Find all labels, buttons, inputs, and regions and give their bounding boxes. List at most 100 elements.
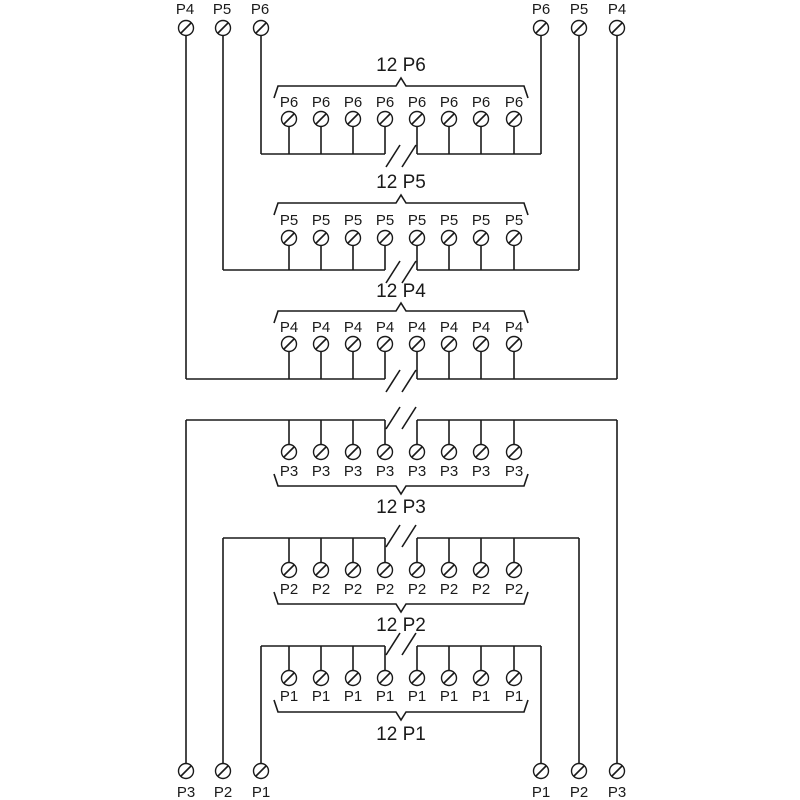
screw-terminal-icon — [177, 762, 195, 780]
screw-terminal-icon — [312, 443, 330, 461]
terminal-slot — [411, 113, 423, 125]
screw-terminal-icon — [252, 19, 270, 37]
terminal-slot — [180, 765, 192, 777]
terminal-slot — [379, 564, 391, 576]
screw-terminal-icon — [408, 669, 426, 687]
group-terminal-label: P6 — [344, 94, 362, 111]
group-terminal-label: P5 — [280, 212, 298, 229]
screw-terminal-icon — [376, 669, 394, 687]
screw-terminal-icon — [280, 561, 298, 579]
bottom-terminal-label: P1 — [252, 784, 270, 800]
group-terminal-label: P4 — [472, 319, 490, 336]
group-terminal-label: P1 — [472, 688, 490, 705]
brackets — [273, 76, 529, 722]
terminal-slot — [315, 564, 327, 576]
terminal-slot — [443, 564, 455, 576]
screw-terminal-icon — [505, 443, 523, 461]
break-slash — [401, 406, 417, 430]
screw-terminal-icon — [344, 561, 362, 579]
terminal-slot — [379, 672, 391, 684]
group-terminal-label: P4 — [312, 319, 330, 336]
group-terminal-label: P1 — [440, 688, 458, 705]
group-terminal-label: P2 — [440, 581, 458, 598]
terminal-slot — [443, 232, 455, 244]
group-terminal-label: P5 — [408, 212, 426, 229]
group-terminal-label: P3 — [472, 463, 490, 480]
terminal-slot — [315, 672, 327, 684]
break-slash — [401, 369, 417, 393]
group-terminal-label: P6 — [312, 94, 330, 111]
screw-terminal-icon — [472, 229, 490, 247]
terminal-slot — [443, 446, 455, 458]
top-terminal-label: P6 — [532, 1, 550, 18]
group-terminal-label: P2 — [344, 581, 362, 598]
group-title: 12 P1 — [376, 724, 426, 745]
group-terminal-label: P4 — [280, 319, 298, 336]
screw-terminal-icon — [505, 110, 523, 128]
group-bracket — [273, 76, 529, 99]
group-bracket — [273, 699, 529, 722]
break-slash — [385, 632, 401, 656]
break-mark-icon — [385, 144, 417, 168]
break-slash — [401, 632, 417, 656]
break-mark-icon — [385, 406, 417, 430]
screw-terminal-icon — [344, 443, 362, 461]
group-terminal-label: P4 — [440, 319, 458, 336]
terminal-slot — [573, 765, 585, 777]
screw-terminal-icon — [408, 561, 426, 579]
group-terminal-label: P2 — [280, 581, 298, 598]
terminal-slot — [535, 765, 547, 777]
break-slash — [401, 260, 417, 284]
break-mark-icon — [385, 369, 417, 393]
screw-terminal-icon — [312, 335, 330, 353]
group-terminal-label: P4 — [505, 319, 523, 336]
screw-terminal-icon — [570, 762, 588, 780]
screw-terminal-icon — [214, 762, 232, 780]
screw-terminal-icon — [376, 443, 394, 461]
terminal-slot — [443, 113, 455, 125]
screw-terminal-icon — [344, 229, 362, 247]
break-slash — [385, 369, 401, 393]
group-terminal-label: P3 — [505, 463, 523, 480]
terminal-slot — [379, 338, 391, 350]
screw-terminal-icon — [344, 335, 362, 353]
group-terminal-label: P1 — [376, 688, 394, 705]
wires — [185, 35, 618, 764]
screw-terminal-icon — [440, 561, 458, 579]
screw-terminal-icon — [532, 19, 550, 37]
group-terminal-label: P6 — [440, 94, 458, 111]
screw-terminal-icon — [312, 229, 330, 247]
top-terminal-label: P6 — [251, 1, 269, 18]
bottom-terminal-label: P2 — [214, 784, 232, 800]
terminal-slot — [508, 672, 520, 684]
terminal-slot — [315, 338, 327, 350]
terminal-slot — [347, 338, 359, 350]
screw-terminal-icon — [280, 335, 298, 353]
screw-terminal-icon — [472, 561, 490, 579]
group-bracket — [273, 591, 529, 614]
screw-terminal-icon — [472, 110, 490, 128]
bottom-terminal-label: P1 — [532, 784, 550, 800]
group-title: 12 P2 — [376, 615, 426, 636]
break-slash — [385, 144, 401, 168]
group-terminal-label: P5 — [440, 212, 458, 229]
group-terminal-label: P4 — [408, 319, 426, 336]
screw-terminal-icon — [252, 762, 270, 780]
bottom-terminal-label: P2 — [570, 784, 588, 800]
terminal-slot — [573, 22, 585, 34]
screw-terminal-icon — [376, 335, 394, 353]
break-slash — [385, 524, 401, 548]
group-terminal-label: P5 — [344, 212, 362, 229]
screw-terminal-icon — [312, 561, 330, 579]
break-mark-icon — [385, 632, 417, 656]
terminal-slot — [508, 446, 520, 458]
terminal-slot — [283, 446, 295, 458]
terminal-slot — [283, 232, 295, 244]
terminal-slot — [315, 446, 327, 458]
group-bracket — [273, 301, 529, 324]
group-terminal-label: P2 — [408, 581, 426, 598]
screw-terminal-icon — [440, 669, 458, 687]
screw-terminal-icon — [440, 110, 458, 128]
terminal-slot — [508, 113, 520, 125]
